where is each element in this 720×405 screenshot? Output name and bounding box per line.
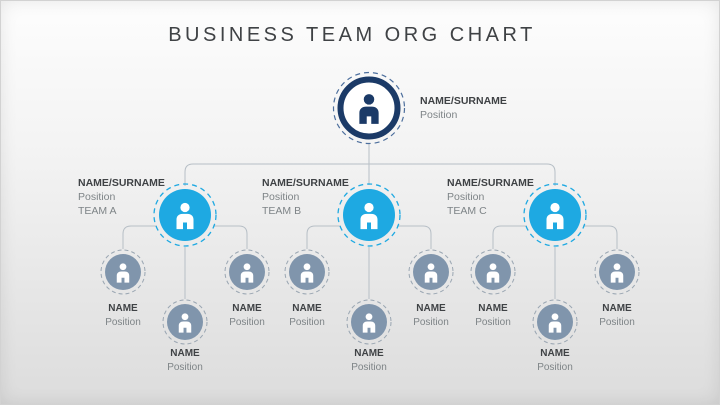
team-b-member-1-label: NAME Position	[289, 303, 325, 328]
team-name: TEAM B	[262, 205, 302, 217]
root-node[interactable]	[332, 71, 406, 145]
team-c-member-1-node[interactable]	[470, 249, 516, 295]
team-a-member-1-node[interactable]	[100, 249, 146, 295]
team-a-member-3-label: NAME Position	[229, 303, 265, 328]
page-title: BUSINESS TEAM ORG CHART	[168, 24, 536, 46]
team-c-member-2-label: NAME Position	[537, 348, 573, 373]
team-a-lead-node[interactable]	[153, 183, 217, 247]
root-position: Position	[420, 109, 458, 121]
connector-lines	[122, 144, 618, 299]
team-c-member-3-label: NAME Position	[599, 303, 635, 328]
lead-position: Position	[447, 191, 485, 203]
team-a-member-2-node[interactable]	[162, 299, 208, 345]
team-c-lead-node[interactable]	[523, 183, 587, 247]
team-b-lead-label: NAME/SURNAME Position TEAM B	[262, 176, 349, 218]
team-b-lead-node[interactable]	[337, 183, 401, 247]
root-name: NAME/SURNAME	[420, 95, 507, 107]
team-a-member-3-node[interactable]	[224, 249, 270, 295]
team-b-member-3-node[interactable]	[408, 249, 454, 295]
root-node-label: NAME/SURNAME Position	[420, 94, 507, 122]
lead-position: Position	[78, 191, 116, 203]
team-b-member-2-node[interactable]	[346, 299, 392, 345]
team-name: TEAM C	[447, 205, 487, 217]
team-name: TEAM A	[78, 205, 117, 217]
lead-position: Position	[262, 191, 300, 203]
team-a-member-2-label: NAME Position	[167, 348, 203, 373]
team-a-member-1-label: NAME Position	[105, 303, 141, 328]
lead-name: NAME/SURNAME	[262, 177, 349, 189]
team-c-lead-label: NAME/SURNAME Position TEAM C	[447, 176, 534, 218]
team-b-member-2-label: NAME Position	[351, 348, 387, 373]
lead-name: NAME/SURNAME	[78, 177, 165, 189]
team-c-member-3-node[interactable]	[594, 249, 640, 295]
team-b-member-1-node[interactable]	[284, 249, 330, 295]
lead-name: NAME/SURNAME	[447, 177, 534, 189]
team-c-member-1-label: NAME Position	[475, 303, 511, 328]
team-a-lead-label: NAME/SURNAME Position TEAM A	[78, 176, 165, 218]
team-b-member-3-label: NAME Position	[413, 303, 449, 328]
team-c-member-2-node[interactable]	[532, 299, 578, 345]
